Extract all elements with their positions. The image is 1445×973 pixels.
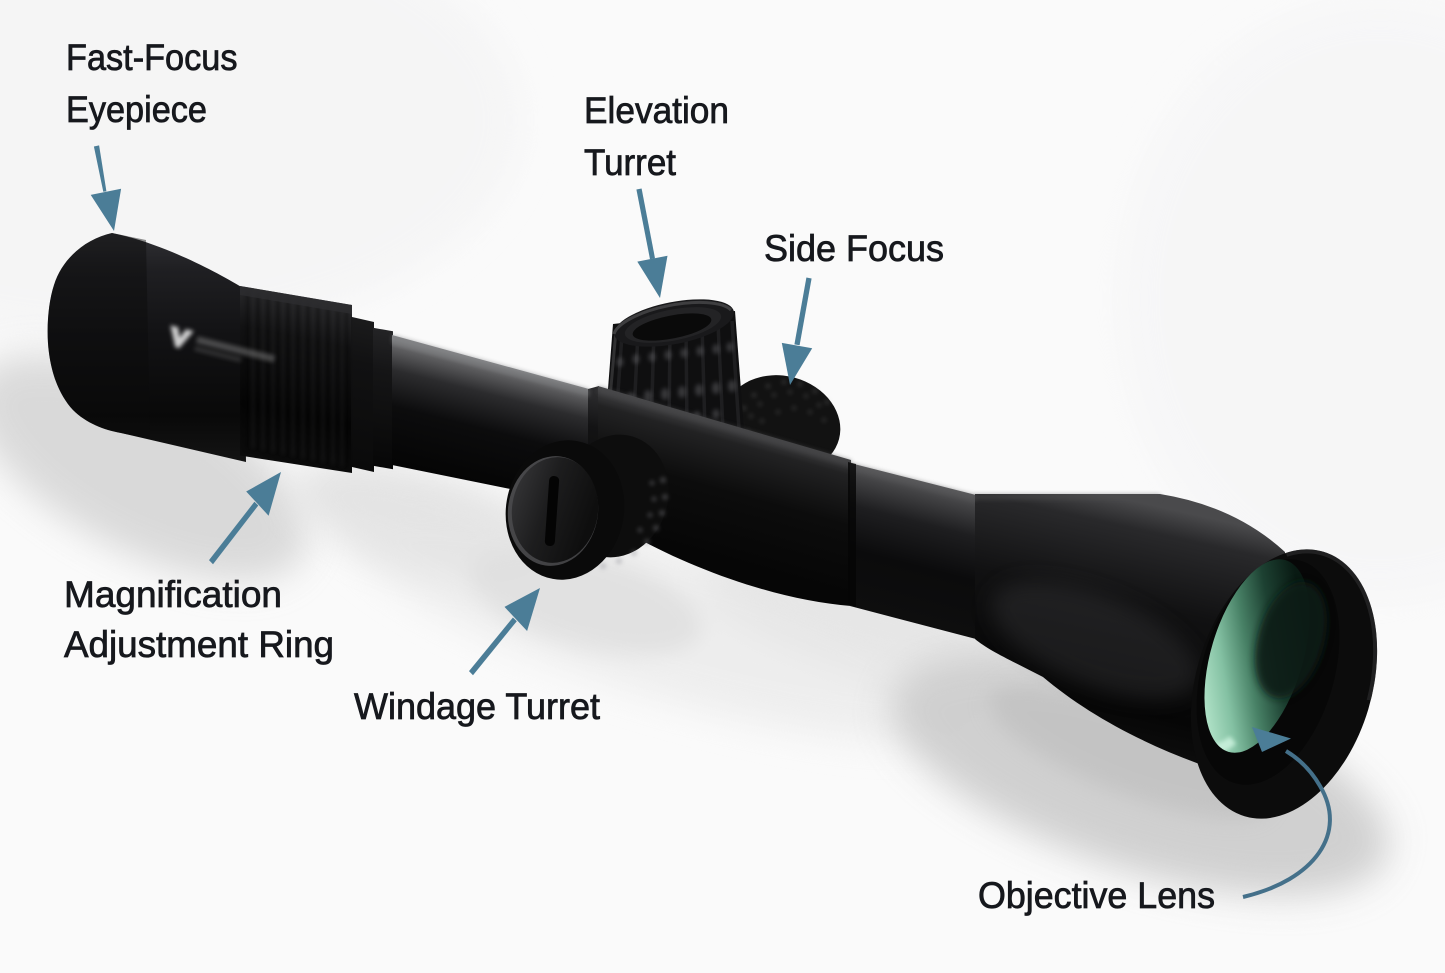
- svg-text:Turret: Turret: [584, 142, 677, 183]
- svg-text:Elevation: Elevation: [584, 90, 729, 131]
- svg-text:Windage Turret: Windage Turret: [354, 686, 601, 727]
- svg-text:Side Focus: Side Focus: [764, 228, 944, 269]
- svg-text:Magnification: Magnification: [64, 574, 282, 615]
- svg-text:Objective Lens: Objective Lens: [978, 875, 1215, 916]
- svg-text:Adjustment Ring: Adjustment Ring: [64, 624, 334, 665]
- svg-text:Eyepiece: Eyepiece: [66, 89, 207, 130]
- svg-text:Fast-Focus: Fast-Focus: [66, 37, 238, 78]
